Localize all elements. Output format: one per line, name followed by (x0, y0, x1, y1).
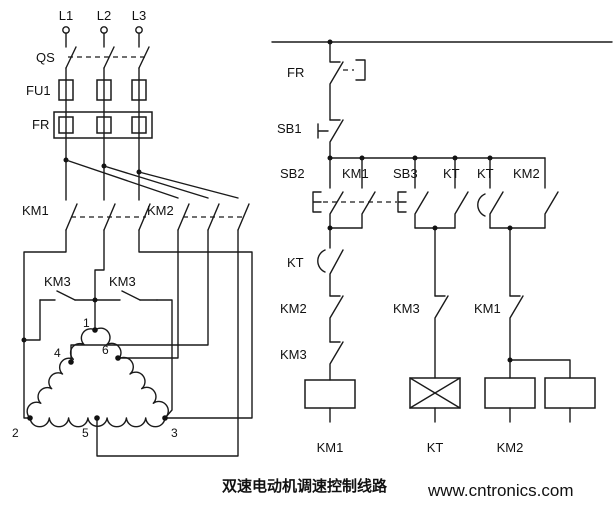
km3-coil (544, 377, 596, 423)
kt-left-label: KT (287, 255, 304, 270)
sb3-label: SB3 (393, 166, 418, 181)
km3-contacts: KM3 KM3 (23, 274, 173, 419)
coil-box-icon (544, 377, 596, 409)
phase-l1-label: L1 (59, 8, 73, 23)
sb3-button: SB3 (393, 157, 429, 229)
watermark: www.cntronics.com (427, 481, 573, 500)
fu1-label: FU1 (26, 83, 51, 98)
heater-icon (58, 116, 74, 134)
pushbutton-actuator-icon (317, 123, 329, 139)
kt-coil-label: KT (427, 440, 444, 455)
fr-label: FR (32, 117, 49, 132)
km1-contacts: KM1 (22, 203, 151, 231)
km2-nc-label: KM2 (280, 301, 307, 316)
winding-coil-right (94, 327, 169, 419)
terminal-circle-icon (100, 26, 108, 34)
qs-switch: QS (36, 46, 150, 69)
pushbutton-actuator-icon (312, 191, 322, 213)
terminal-5-label: 5 (82, 426, 89, 440)
sb2-button: SB2 (280, 157, 344, 229)
kt-delayed-label: KT (477, 166, 494, 181)
heater-icon (96, 116, 112, 134)
km2-contacts: KM2 (147, 203, 250, 231)
winding-coil-left (26, 328, 96, 419)
phase-l3-label: L3 (132, 8, 146, 23)
km3-nc-mid-label: KM3 (393, 301, 420, 316)
km1-label: KM1 (22, 203, 49, 218)
kt-delayed-contact-left: KT (287, 249, 344, 297)
heater-icon (131, 116, 147, 134)
km2-aux-contact: KM2 (513, 157, 559, 229)
kt-delayed-contact-right: KT (477, 157, 504, 229)
km3-nc-label: KM3 (280, 347, 307, 362)
time-delay-arc-icon (317, 249, 326, 273)
power-circuit: L1 L2 L3 QS FU1 FR (12, 8, 253, 457)
km3-nc-contact: KM3 (280, 341, 344, 381)
km3-nc-contact-mid: KM3 (393, 295, 449, 379)
thermal-relay: FR (32, 111, 153, 139)
kt-no-contact: KT (443, 157, 469, 229)
km3-right-label: KM3 (109, 274, 136, 289)
thermal-relay-box (53, 111, 153, 139)
thermal-element-icon (355, 59, 366, 81)
fuse-group: FU1 (26, 79, 147, 101)
km1-coil-label: KM1 (317, 440, 344, 455)
time-delay-arc-icon (477, 193, 486, 217)
km1-coil: KM1 (304, 379, 356, 455)
km1-nc-label: KM1 (474, 301, 501, 316)
sb1-button: SB1 (277, 119, 344, 159)
terminal-4-label: 4 (54, 346, 61, 360)
fr-contact: FR (287, 41, 366, 121)
km1-aux-label: KM1 (342, 166, 369, 181)
phase-l2-label: L2 (97, 8, 111, 23)
terminal-2-label: 2 (12, 426, 19, 440)
fuse-icon (96, 79, 112, 101)
kt-no-label: KT (443, 166, 460, 181)
terminal-circle-icon (135, 26, 143, 34)
motor-delta-winding: 1 4 6 2 5 3 (12, 316, 178, 440)
km2-coil-label: KM2 (497, 440, 524, 455)
branch-wires (63, 157, 239, 199)
qs-label: QS (36, 50, 55, 65)
terminal-circle-icon (62, 26, 70, 34)
km2-aux-label: KM2 (513, 166, 540, 181)
winding-coil-bottom (29, 417, 166, 428)
phase-conductors (65, 67, 140, 201)
fuse-icon (131, 79, 147, 101)
terminal-1-label: 1 (83, 316, 90, 330)
coil-box-icon (484, 377, 536, 409)
control-circuit: FR SB1 SB2 KM1 (271, 39, 613, 455)
coil-x-icon (409, 377, 461, 409)
km2-label: KM2 (147, 203, 174, 218)
phase-terminals: L1 L2 L3 (59, 8, 146, 48)
pushbutton-actuator-icon (397, 191, 407, 213)
km1-nc-contact: KM1 (474, 295, 524, 361)
terminal-6-label: 6 (102, 343, 109, 357)
km3-left-label: KM3 (44, 274, 71, 289)
coil-box-icon (304, 379, 356, 409)
fuse-icon (58, 79, 74, 101)
sb2-label: SB2 (280, 166, 305, 181)
diagram-caption: 双速电动机调速控制线路 (222, 477, 388, 495)
km2-nc-contact: KM2 (280, 295, 344, 343)
km1-aux-contact: KM1 (342, 157, 376, 229)
fr-contact-label: FR (287, 65, 304, 80)
sb1-label: SB1 (277, 121, 302, 136)
terminal-3-label: 3 (171, 426, 178, 440)
kt-coil: KT (409, 377, 461, 455)
km2-coil: KM2 (484, 377, 536, 455)
motor-wiring (21, 229, 253, 457)
